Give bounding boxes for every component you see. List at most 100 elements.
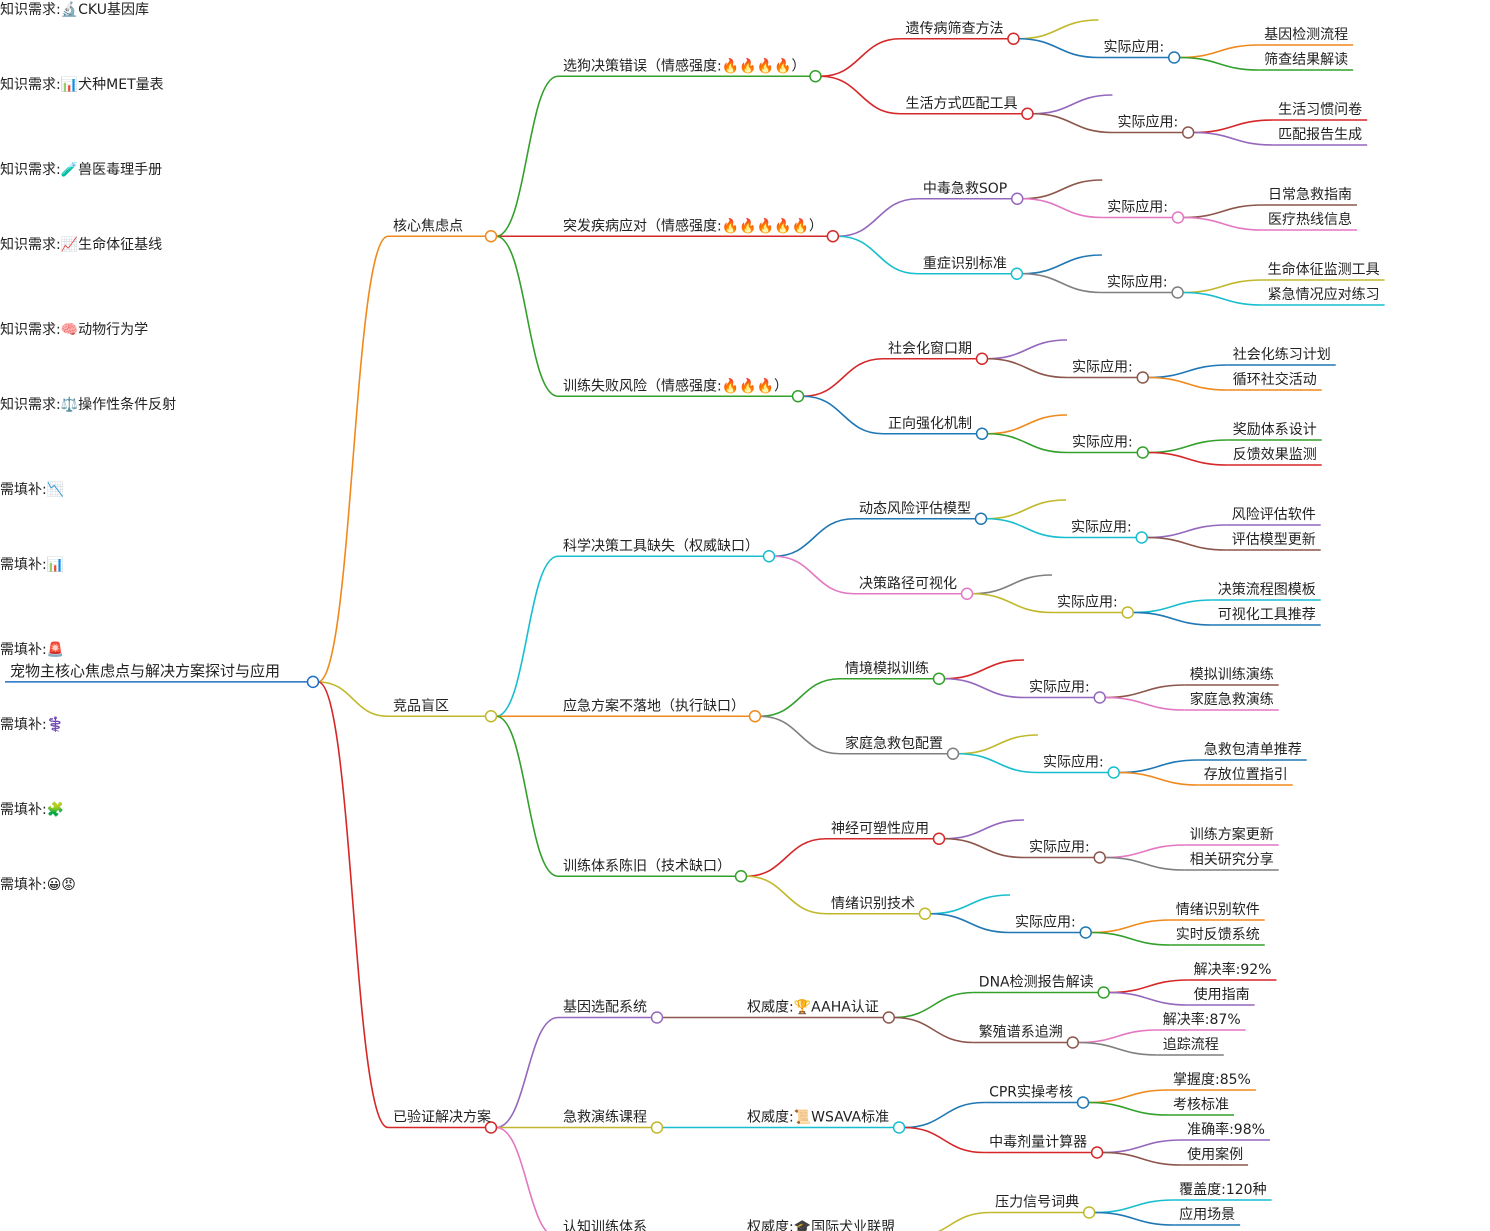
node-1-1-toggle[interactable] (809, 70, 822, 83)
node-2-2-1-2-toggle[interactable] (1093, 691, 1106, 704)
node-1-3-1-2-1-branch (1147, 364, 1228, 379)
node-2-2-2-2-2: 存放位置指引 (1204, 767, 1288, 783)
node-3-3-1-1: 压力信号词典 (995, 1195, 1079, 1211)
node-3-1-1-toggle[interactable] (882, 1011, 896, 1024)
node-3-2-1-1-toggle[interactable] (1076, 1096, 1090, 1109)
node-1-2-2-2-toggle[interactable] (1171, 286, 1184, 299)
node-2-1-1-2-branch (985, 517, 1067, 539)
node-3-1-1-1: DNA检测报告解读 (979, 974, 1094, 991)
node-3-2-1-2-branch (904, 1126, 985, 1154)
node-2-2-2-1: 需填补:⚕️ (0, 716, 64, 733)
node-2-toggle[interactable] (484, 710, 498, 723)
node-2-1-2-2-branch (971, 592, 1053, 614)
node-3-3-1-1-branch (937, 1211, 991, 1231)
node-2-1-2-2-1: 决策流程图模板 (1218, 581, 1316, 598)
node-3-1-1-2-branch (893, 1016, 974, 1044)
node-2-3-1-2-2-branch (1104, 856, 1185, 871)
node-3-2-1-2-1-branch (1102, 1139, 1183, 1154)
node-1-1-1-2-2: 筛查结果解读 (1264, 51, 1348, 68)
node-3-3: 认知训练体系 (563, 1219, 647, 1231)
node-3-2-1-2-toggle[interactable] (1090, 1146, 1104, 1159)
node-1-1-2-2-branch (1032, 112, 1113, 134)
node-2-3-branch (495, 715, 559, 878)
node-2-1-toggle[interactable] (762, 550, 776, 563)
node-1-1-1-2-toggle[interactable] (1167, 51, 1181, 64)
node-3-1-toggle[interactable] (650, 1011, 664, 1024)
node-1-1-2-toggle[interactable] (1021, 107, 1034, 120)
node-1-1-1-2-1-branch (1179, 44, 1260, 59)
node-2-1-1-2-toggle[interactable] (1135, 531, 1148, 544)
node-2-3-2-2-1-branch (1090, 919, 1171, 934)
node-toggle[interactable] (306, 675, 320, 689)
node-2-1-2-2-toggle[interactable] (1121, 606, 1134, 619)
node-3-2-1-2-2-branch (1102, 1151, 1183, 1166)
node-3-1-1-2: 繁殖谱系追溯 (979, 1024, 1063, 1041)
node-1-1-2-1-branch (1032, 94, 1113, 115)
node-3-toggle[interactable] (484, 1121, 498, 1134)
node-3-2-1-1-2: 考核标准 (1173, 1097, 1229, 1113)
node-2-2-1-2-2: 家庭急救演练 (1190, 691, 1274, 708)
node-2-3-2-2: 实际应用: (1015, 914, 1076, 931)
node-2-2-2-toggle[interactable] (946, 747, 960, 760)
node-3-1-1-1-toggle[interactable] (1097, 986, 1110, 999)
node-2-1-1-2: 实际应用: (1071, 519, 1132, 536)
node-1-3-2-1-branch (987, 414, 1068, 435)
node-2-3-2-toggle[interactable] (918, 907, 932, 920)
node-1-toggle[interactable] (484, 230, 498, 243)
node-1-1-2-2: 实际应用: (1117, 114, 1178, 131)
node-1-2-2: 重症识别标准 (923, 256, 1007, 272)
node-2-1-1-toggle[interactable] (974, 512, 988, 525)
node-1-2-1-1-branch (1022, 179, 1103, 200)
node-1-3-2-toggle[interactable] (975, 427, 989, 440)
node-2-2-1-2-1: 模拟训练演练 (1190, 667, 1274, 683)
node-3-2-1-toggle[interactable] (892, 1121, 906, 1134)
node-1-3-1-toggle[interactable] (975, 352, 989, 365)
node-3-branch (317, 681, 389, 1129)
node-2-2-1-toggle[interactable] (932, 672, 946, 685)
node-2-3-1-2-1: 训练方案更新 (1190, 826, 1274, 843)
node-3-1-1-1-branch (893, 991, 974, 1019)
node-3-2-1-1-branch (904, 1101, 985, 1129)
node-2-3-1-branch (745, 837, 827, 878)
node-1-2-toggle[interactable] (826, 230, 840, 243)
node-3-1-1: 权威度:🏆AAHA认证 (747, 999, 879, 1016)
node-1-2-2-toggle[interactable] (1010, 267, 1024, 280)
node-2-1-2-1: 需填补:📊 (0, 556, 64, 573)
node-1-3-toggle[interactable] (791, 390, 805, 403)
node-3-2-1-2-1: 准确率:98% (1187, 1121, 1265, 1138)
node-3-1-branch (495, 1016, 559, 1129)
node-1-1-2-2-toggle[interactable] (1181, 126, 1195, 139)
node-2: 竞品盲区 (393, 697, 449, 714)
node-2-1-1-1-branch (985, 499, 1067, 520)
node-2-2-2-2-toggle[interactable] (1107, 766, 1120, 779)
node-2-3-1-toggle[interactable] (932, 832, 946, 845)
node-3-1-1-2-toggle[interactable] (1066, 1036, 1080, 1049)
node-2-1-2-toggle[interactable] (960, 587, 974, 600)
node-1-1-1-1: 知识需求:🔬CKU基因库 (0, 0, 149, 18)
node-3-3-branch (495, 1126, 548, 1231)
node-2-2-1-1: 需填补:🚨 (0, 641, 64, 658)
node-1-2-1-2-toggle[interactable] (1171, 211, 1185, 224)
node-1-1-1-2-1: 基因检测流程 (1264, 26, 1348, 43)
node-3-3-1: 权威度:🎓国际犬业联盟 (747, 1220, 895, 1231)
node-1-2-2-2-branch (1021, 272, 1102, 294)
node-3-1-1-2-1-branch (1077, 1029, 1158, 1044)
node-1-2-1: 中毒急救SOP (923, 181, 1007, 197)
node-1-3-2-2-toggle[interactable] (1136, 446, 1149, 459)
node-1-1-1-2-2-branch (1179, 56, 1260, 71)
node-2-3-2-2-toggle[interactable] (1079, 926, 1092, 939)
node-2-3-1-2-toggle[interactable] (1093, 851, 1106, 864)
node-2-2-toggle[interactable] (748, 710, 762, 723)
node-1-2-1-toggle[interactable] (1010, 192, 1024, 205)
node-1-1: 选狗决策错误（情感强度:🔥🔥🔥🔥） (563, 57, 805, 74)
node-2-3-2-branch (745, 875, 827, 915)
node-1-1-2-2-2-branch (1193, 131, 1274, 146)
node-3-2-toggle[interactable] (650, 1121, 664, 1134)
node-1-3-1-2-toggle[interactable] (1136, 371, 1149, 384)
node-1-1-1-toggle[interactable] (1007, 32, 1020, 45)
node-2-3: 训练体系陈旧（技术缺口） (563, 857, 731, 874)
node-2-branch (317, 681, 389, 718)
node-3-3-1-1-toggle[interactable] (1082, 1206, 1096, 1219)
node-2-3-toggle[interactable] (734, 870, 748, 883)
node-1-3-1-1-branch (987, 339, 1068, 360)
